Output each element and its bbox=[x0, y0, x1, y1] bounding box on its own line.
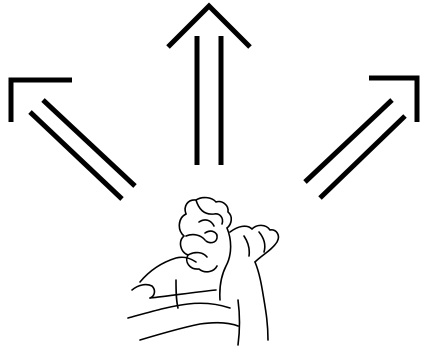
open-hand-fingers bbox=[230, 225, 278, 262]
double-arrow-up-left-icon bbox=[11, 80, 135, 199]
lower-hand-thumb bbox=[132, 285, 154, 298]
shaft-left-1 bbox=[30, 112, 122, 199]
open-hand-finger-line-2 bbox=[259, 232, 265, 252]
finger-crease-1 bbox=[186, 235, 205, 240]
finger-crease-3 bbox=[199, 220, 214, 226]
right-wrist-line bbox=[238, 300, 240, 345]
double-arrow-up-right-icon bbox=[305, 78, 417, 198]
open-hand-palm bbox=[255, 262, 268, 340]
lower-hand-top bbox=[140, 257, 196, 282]
lower-forearm-top bbox=[128, 303, 230, 318]
lower-hand-bottom bbox=[150, 290, 216, 298]
finger-crease-2 bbox=[188, 253, 207, 257]
fist-knuckles bbox=[185, 198, 231, 228]
shaft-left-2 bbox=[43, 100, 135, 186]
open-hand-finger-line-1 bbox=[244, 236, 249, 256]
fist-back bbox=[220, 228, 231, 300]
thumb-tip bbox=[205, 231, 217, 243]
lower-forearm-bottom bbox=[140, 323, 238, 340]
double-arrow-up-icon bbox=[168, 6, 250, 165]
arrowhead-center bbox=[168, 6, 250, 47]
hand-sign-illustration bbox=[128, 198, 278, 345]
